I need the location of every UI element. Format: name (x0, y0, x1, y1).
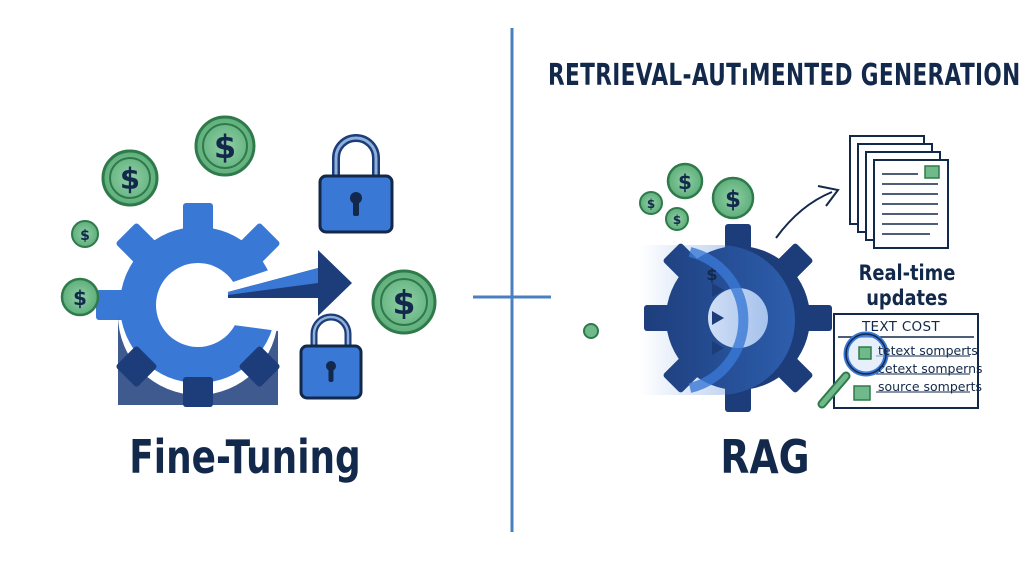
dollar-coin-icon (371, 269, 437, 335)
document-heading: TEXT COST (862, 319, 940, 335)
coin-symbol: $ (73, 286, 87, 310)
padlock-icon (318, 134, 394, 234)
coin-symbol: $ (214, 128, 236, 166)
dollar-coin-icon (60, 277, 100, 317)
arrow-right-icon (712, 283, 724, 355)
arrow-right-icon (228, 250, 352, 316)
dollar-coin-icon (711, 176, 755, 220)
rag-gear-icon (640, 224, 832, 412)
coin-symbol: $ (706, 265, 717, 284)
document-line: cetext somperns (878, 361, 983, 376)
dollar-coin-icon (194, 115, 256, 177)
magnifier-icon (817, 331, 889, 409)
dollar-coin-icon (101, 149, 159, 207)
coin-symbol: $ (393, 283, 416, 322)
coin-symbol: $ (678, 170, 692, 194)
document-line: source somperts (878, 379, 982, 394)
fine-tuning-gear-icon (96, 203, 308, 407)
data-dot (583, 323, 599, 339)
padlock-icon (299, 313, 363, 400)
dollar-coin-icon (71, 220, 99, 248)
coin-symbol: $ (647, 197, 655, 211)
coin-symbol: $ (120, 162, 140, 196)
coin-symbol: $ (80, 228, 90, 244)
realtime-label-line2: updates (866, 286, 948, 310)
rag-title: RAG (720, 430, 810, 484)
coin-symbol: $ (673, 213, 681, 227)
dollar-coin-icon (666, 162, 704, 200)
fine-tuning-title: Fine-Tuning (129, 430, 361, 484)
rag-header: RETRIEVAL-AUTıMENTED GENERATION (548, 58, 1021, 93)
dollar-coin-icon (639, 191, 663, 215)
documents-icon (849, 135, 949, 249)
dollar-coin-icon (665, 207, 689, 231)
document-line: tetext somperts (878, 343, 978, 358)
realtime-label-line1: Real-time (858, 261, 956, 285)
coin-symbol: $ (725, 187, 741, 213)
speed-lines (546, 256, 722, 378)
curved-arrow-icon (775, 185, 840, 239)
